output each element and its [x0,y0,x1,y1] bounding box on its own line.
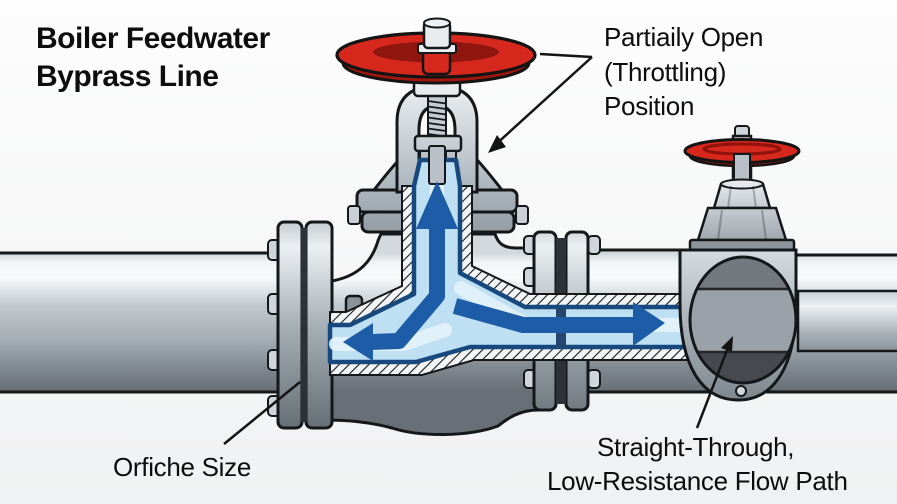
bore-band-edges [690,287,796,354]
callout-flowpath-line1: Straight-Through, [597,432,794,462]
leader-arrowhead [488,135,506,153]
callout-flowpath-line2: Low-Resistance Flow Path [547,466,848,496]
left-flange-pair [267,220,334,430]
nut-facet-lines [727,185,757,209]
stem-nut-top [423,17,451,29]
packing-nut-top [720,178,764,190]
bore-band [690,288,796,352]
straight-through-valve [678,125,801,402]
callout-throttling-line1: Partiaily Open [604,22,763,52]
ring-bolt [515,205,529,225]
leader-arrowhead [721,336,733,352]
page-title-line1: Boiler Feedwater [36,22,271,55]
leader-to-orifice [223,381,301,445]
page-title-line2: Byprass Line [36,60,218,93]
leader-to-handwheel [539,52,593,59]
right-pipe-reducer [796,289,897,353]
left-pipe [0,251,296,394]
flange-bolt [587,369,601,389]
leader-to-bore [695,344,731,429]
body-bolt-hole [735,385,747,397]
leader-lines [223,52,731,445]
hex-facet-lines [717,209,767,241]
bonnet-hex [696,206,788,242]
up-arrowhead [416,181,458,229]
bypass-flow-arrow-shaft [370,208,445,350]
leader-to-bonnet [493,56,593,147]
callout-throttling-line2: (Throttling) [604,57,726,87]
ring-bolt [347,205,361,225]
valve-bore-outline [688,255,798,385]
stem-threads [427,100,447,138]
left-arrowhead [343,323,373,361]
flange-gasket-gap [301,228,307,422]
valve-disc-stem [428,145,446,185]
callout-throttling-line3: Position [604,91,694,121]
main-flow-arrow-shaft [452,298,634,333]
right-arrowhead [633,302,665,346]
flange-bolt [587,235,601,255]
callout-orifice: Orfiche Size [113,452,251,482]
